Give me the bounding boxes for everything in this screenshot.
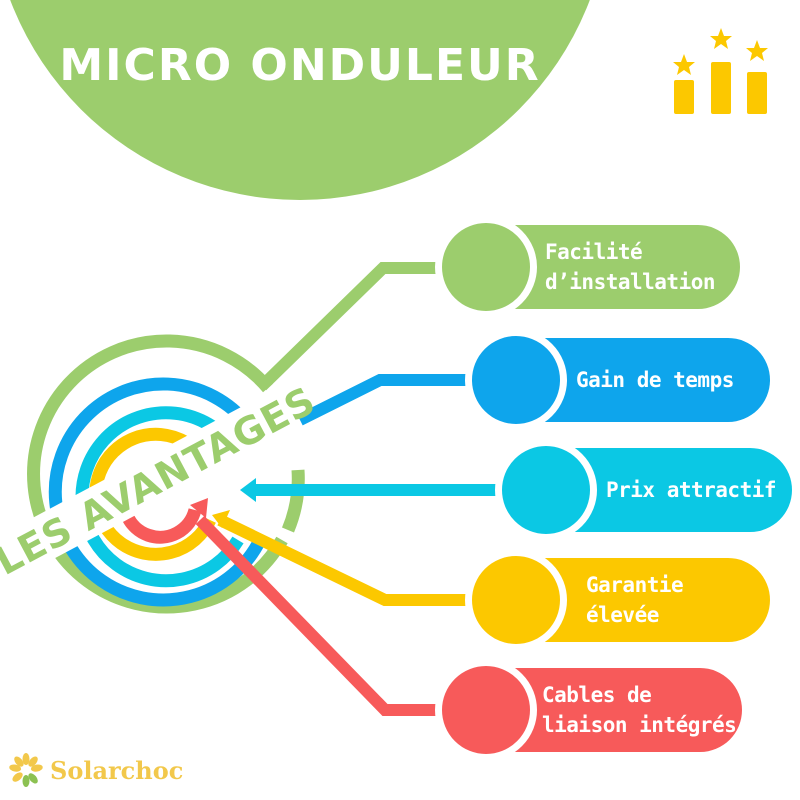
connector-red [195,515,450,716]
advantage-label: Gain de temps [576,368,734,392]
advantage-knob [495,439,597,541]
advantage-label: d’installation [545,270,716,294]
blue-ring [48,377,266,607]
connector-yellow [217,514,480,606]
brand-name: Solarchoc [50,755,184,785]
advantage-label: Cables de [542,683,652,707]
advantage-item-gain-temps: Gain de temps [465,329,770,431]
advantage-knob [435,659,537,761]
brand-logo: Solarchoc [8,752,183,788]
advantage-label: Garantie [586,573,684,597]
advantage-item-cables: Cables de liaison intégrés [435,659,742,761]
advantage-item-garantie: Garantie élevée [465,549,770,651]
page-title: MICRO ONDULEUR [59,40,541,91]
advantage-knob [465,549,567,651]
advantage-item-prix: Prix attractif [495,439,792,541]
advantage-item-facilite: Facilité d’installation [435,216,740,318]
advantage-label: élevée [586,603,659,627]
outer-green-ring [27,334,288,614]
advantage-knob [435,216,537,318]
advantage-label: Prix attractif [606,478,777,502]
connector-blue [297,374,480,426]
sun-flower-icon [9,753,43,787]
ranking-stars-bars-icon [673,28,768,114]
advantage-label: Facilité [545,240,643,264]
advantage-label: liaison intégrés [542,713,737,737]
advantage-knob [465,329,567,431]
